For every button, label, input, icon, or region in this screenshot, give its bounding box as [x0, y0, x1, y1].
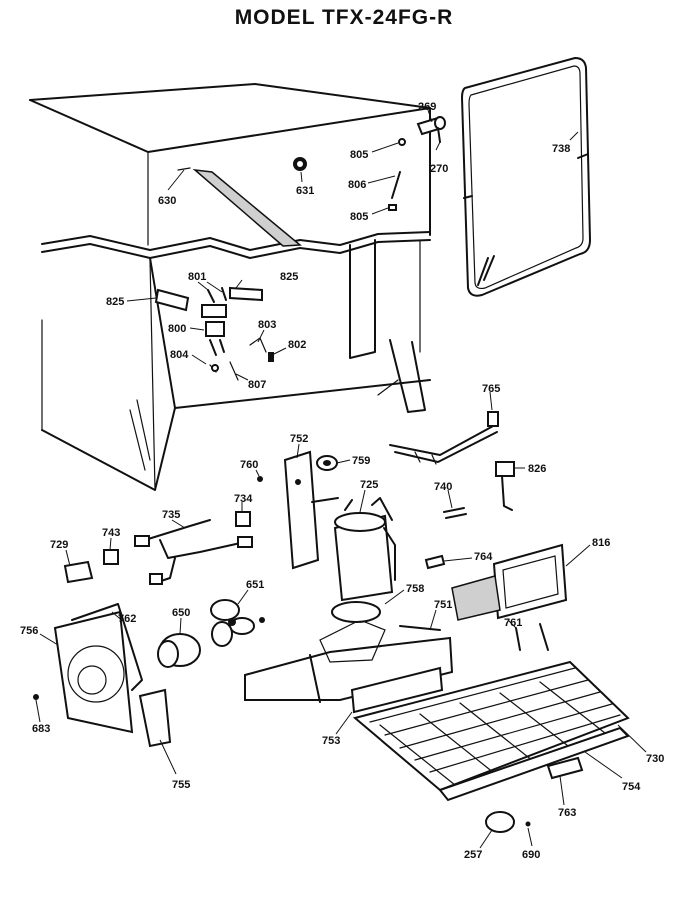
- label-759: 759: [352, 455, 370, 467]
- nut-part: [293, 157, 307, 171]
- clip-part: [424, 554, 446, 570]
- label-803: 803: [258, 319, 276, 331]
- label-801: 801: [188, 271, 206, 283]
- capacitor-part: [235, 511, 251, 527]
- part-labels: 269 270 738 805 806 805 631 630 801 825 …: [20, 101, 664, 861]
- label-690: 690: [522, 849, 540, 861]
- label-826: 826: [528, 463, 546, 475]
- label-762: 762: [118, 613, 136, 625]
- bolt-761: [515, 627, 521, 651]
- label-758: 758: [406, 583, 424, 595]
- hinge-parts: [388, 116, 446, 211]
- label-761: 761: [504, 617, 522, 629]
- label-756: 756: [20, 625, 38, 637]
- relay-part: [495, 461, 515, 511]
- bracket-clip: [443, 507, 467, 519]
- screw-683: [33, 694, 39, 700]
- door-gasket: [461, 57, 591, 297]
- part-257: [485, 811, 515, 833]
- label-763: 763: [558, 807, 576, 819]
- label-805: 805: [350, 149, 368, 161]
- label-735: 735: [162, 509, 180, 521]
- fan-shroud: [53, 603, 143, 734]
- screw-690: [525, 821, 531, 827]
- label-651: 651: [246, 579, 264, 591]
- bracket-755: [138, 688, 172, 748]
- label-807: 807: [248, 379, 266, 391]
- label-765: 765: [482, 383, 500, 395]
- label-805-lower: 805: [350, 211, 368, 223]
- label-729: 729: [50, 539, 68, 551]
- cabinet: [29, 83, 431, 491]
- bracket-763: [546, 756, 584, 780]
- shelf-part: [451, 575, 501, 621]
- fan-screw: [259, 617, 265, 623]
- label-738: 738: [552, 143, 570, 155]
- condenser-coil: [352, 623, 630, 792]
- fan-motor: [157, 633, 201, 668]
- wiring-harness: [134, 519, 253, 585]
- label-740: 740: [434, 481, 452, 493]
- label-752: 752: [290, 433, 308, 445]
- label-631: 631: [296, 185, 314, 197]
- label-650: 650: [172, 607, 190, 619]
- fan-blade: [210, 599, 255, 647]
- label-683: 683: [32, 723, 50, 735]
- channel-753: [350, 666, 444, 714]
- label-825: 825: [280, 271, 298, 283]
- label-825-left: 825: [106, 296, 124, 308]
- screw-part: [257, 476, 263, 482]
- grommet: [316, 455, 338, 471]
- label-734: 734: [234, 493, 253, 505]
- label-630: 630: [158, 195, 176, 207]
- label-754: 754: [622, 781, 641, 793]
- label-760: 760: [240, 459, 258, 471]
- label-802: 802: [288, 339, 306, 351]
- rail-754: [438, 726, 630, 802]
- label-806: 806: [348, 179, 366, 191]
- label-725: 725: [360, 479, 378, 491]
- overload-part: [103, 549, 119, 565]
- label-753: 753: [322, 735, 340, 747]
- label-800: 800: [168, 323, 186, 335]
- label-816: 816: [592, 537, 610, 549]
- diagram-title: MODEL TFX-24FG-R: [234, 6, 454, 29]
- compressor: [333, 497, 396, 602]
- relay-box: [63, 560, 94, 584]
- label-730: 730: [646, 753, 664, 765]
- label-755: 755: [172, 779, 190, 791]
- label-743: 743: [102, 527, 120, 539]
- label-270: 270: [430, 163, 448, 175]
- label-269: 269: [418, 101, 436, 113]
- label-751: 751: [434, 599, 452, 611]
- thermostat-controls: [154, 286, 274, 381]
- drain-tube: [389, 411, 499, 465]
- label-804: 804: [170, 349, 189, 361]
- condenser-shield: [492, 543, 568, 620]
- compressor-bracket: [283, 450, 339, 570]
- label-257: 257: [464, 849, 482, 861]
- label-764: 764: [474, 551, 493, 563]
- leader-lines: [35, 109, 647, 849]
